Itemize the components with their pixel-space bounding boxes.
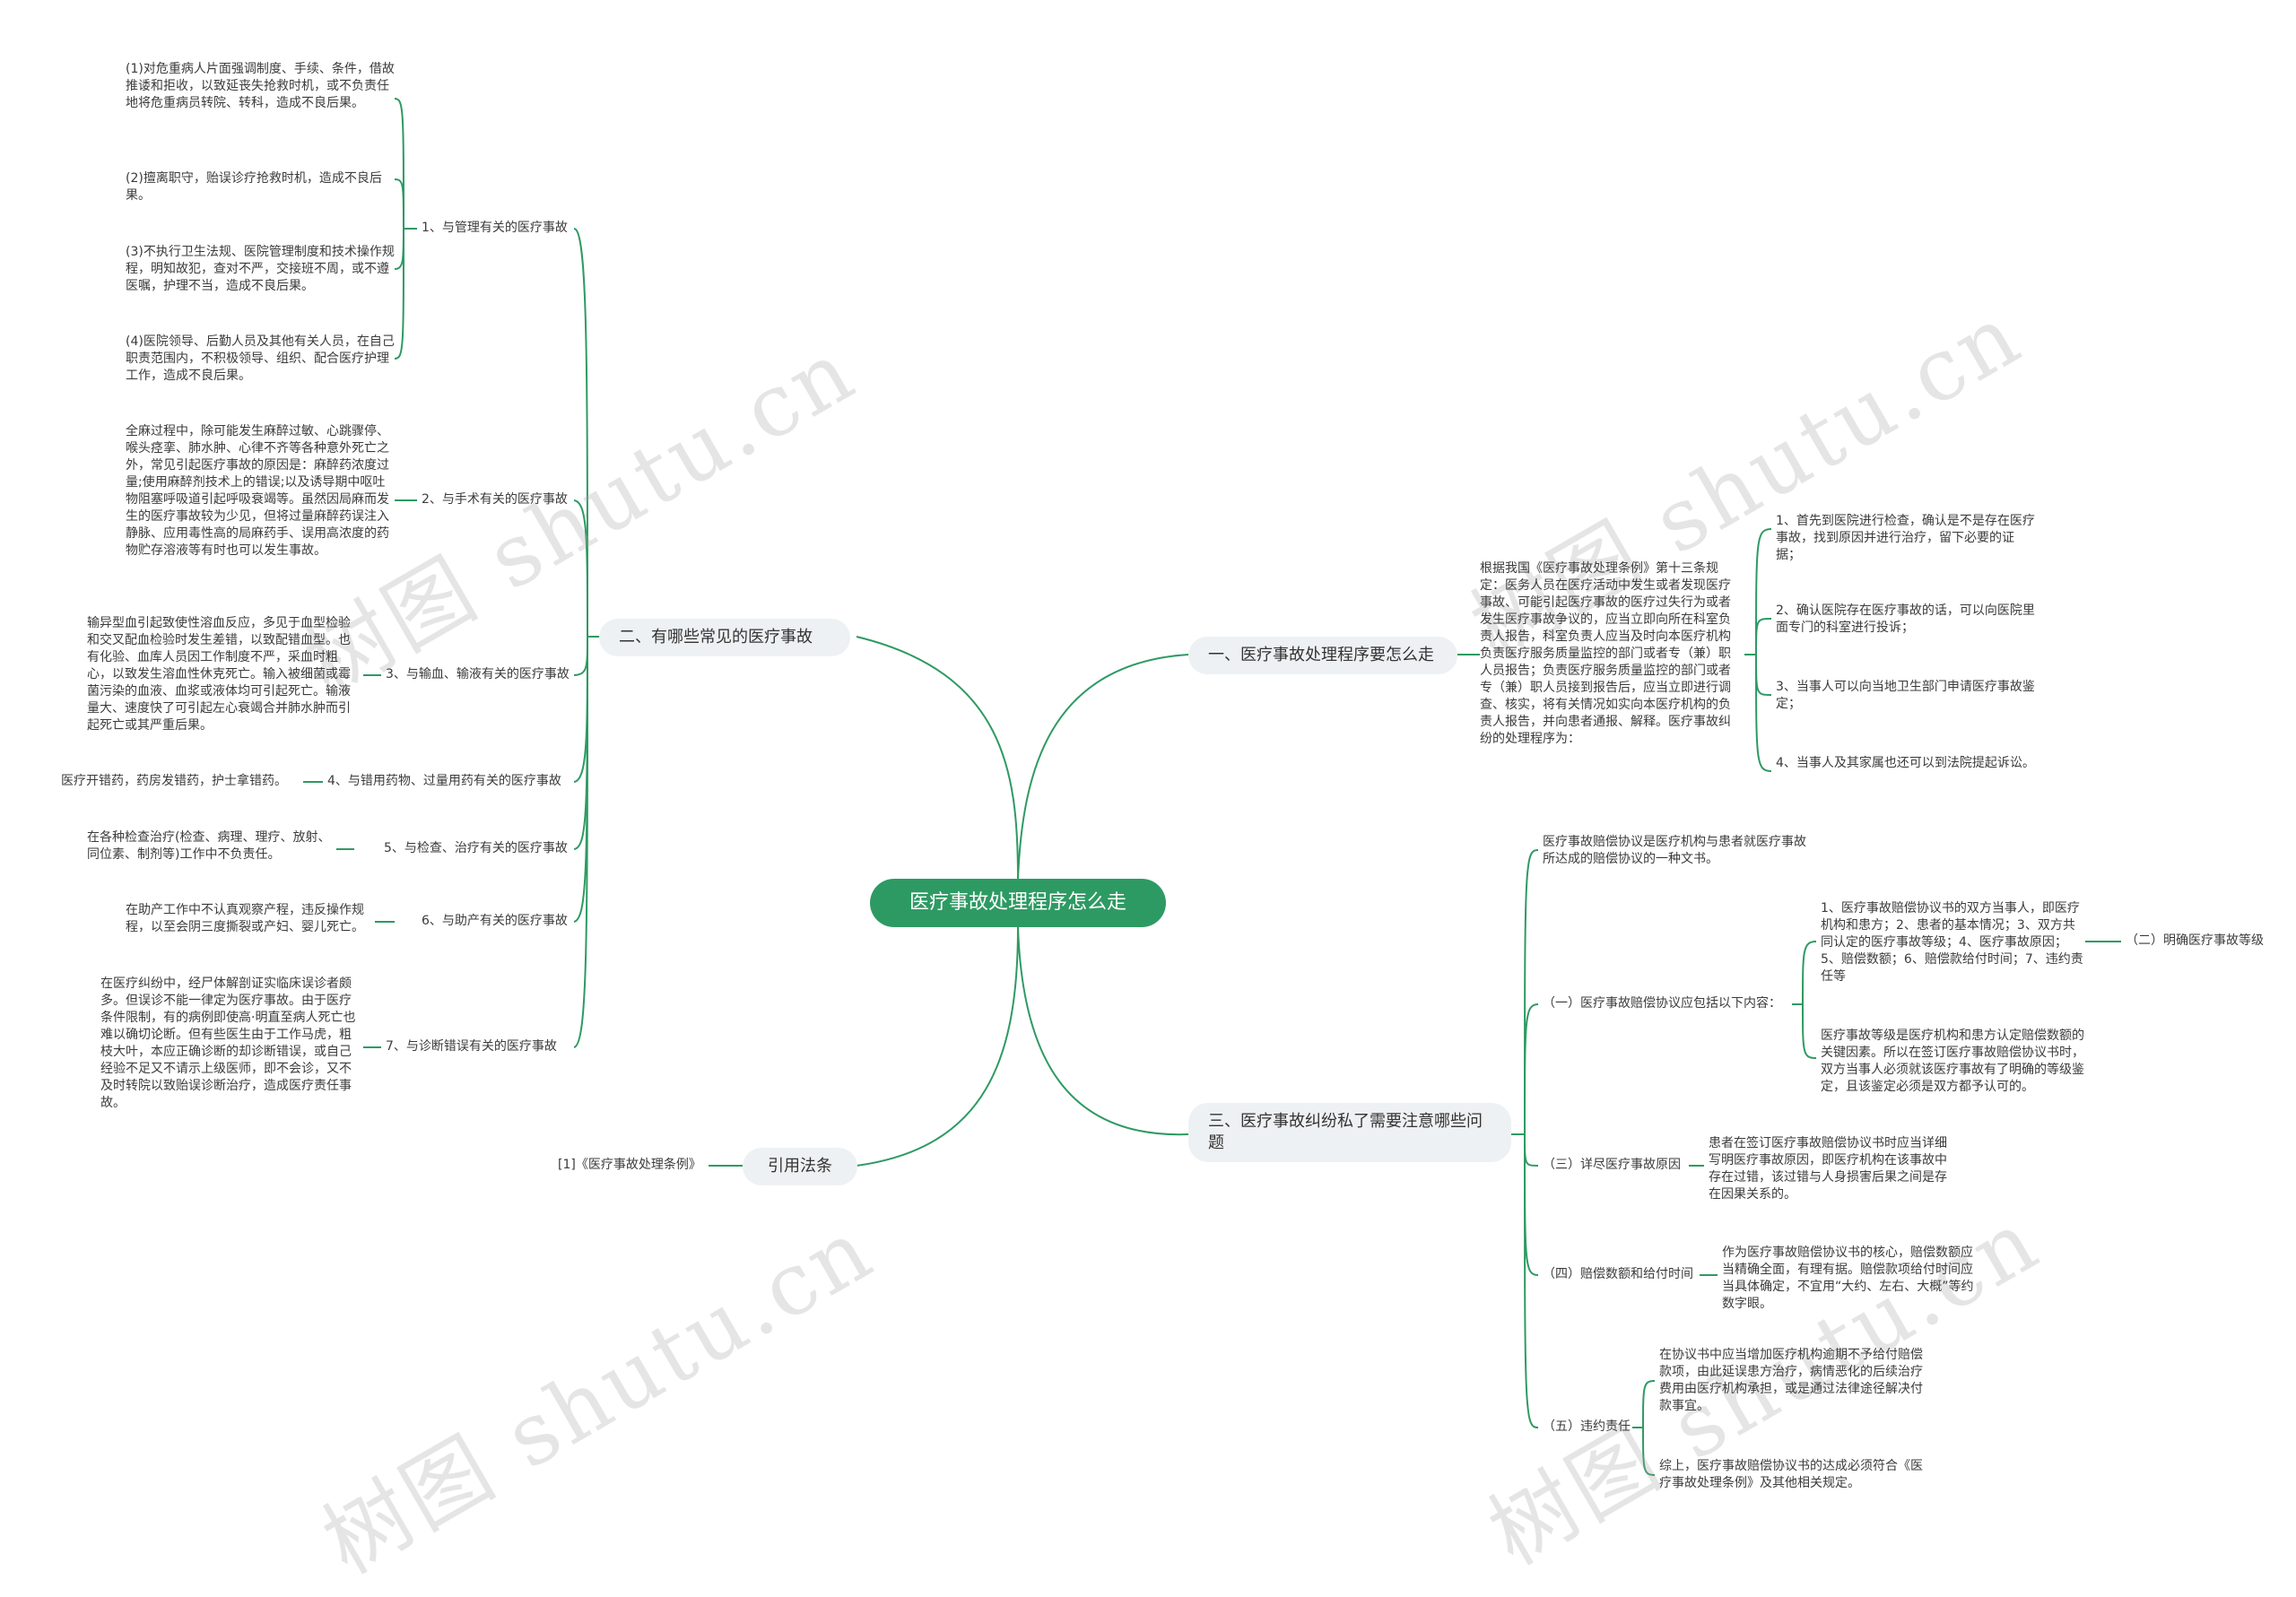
detail-text: (4)医院领导、后勤人员及其他有关人员，在自己职责范围内，不积极领导、组织、配合… bbox=[126, 334, 395, 383]
item-examination[interactable]: 5、与检查、治疗有关的医疗事故 bbox=[384, 841, 568, 855]
connector bbox=[856, 636, 1019, 880]
section-liability[interactable]: （五）违约责任 bbox=[1543, 1419, 1631, 1434]
connector bbox=[1017, 926, 1189, 1136]
detail-text: 在医疗纠纷中，经尸体解剖证实临床误诊者颇多。但误诊不能一律定为医疗事故。由于医疗… bbox=[100, 976, 356, 1110]
section-detail: 作为医疗事故赔偿协议书的核心，赔偿数额应当精确全面，有理有据。赔偿款项给付时间应… bbox=[1722, 1245, 1974, 1311]
section-detail: 医疗事故等级是医疗机构和患方认定赔偿数额的关键因素。所以在签订医疗事故赔偿协议书… bbox=[1821, 1029, 2084, 1094]
connector bbox=[573, 636, 588, 923]
item-management[interactable]: 1、与管理有关的医疗事故 bbox=[422, 221, 568, 235]
connector bbox=[1017, 654, 1189, 880]
connector bbox=[573, 636, 588, 676]
item-misdiagnosis[interactable]: 7、与诊断错误有关的医疗事故 bbox=[386, 1039, 557, 1054]
item-transfusion[interactable]: 3、与输血、输液有关的医疗事故 bbox=[386, 667, 570, 681]
connector bbox=[1524, 1003, 1539, 1135]
item-surgery[interactable]: 2、与手术有关的医疗事故 bbox=[422, 492, 568, 507]
connector bbox=[1755, 654, 1772, 772]
notes-intro: 医疗事故赔偿协议是医疗机构与患者就医疗事故所达成的赔偿协议的一种文书。 bbox=[1543, 835, 1806, 866]
connector bbox=[1755, 654, 1772, 696]
procedure-step: 3、当事人可以向当地卫生部门申请医疗事故鉴定； bbox=[1776, 680, 2035, 711]
connector bbox=[573, 499, 588, 638]
section-detail: 患者在签订医疗事故赔偿协议书时应当详细写明医疗事故原因，即医疗机构在该事故中存在… bbox=[1709, 1136, 1947, 1202]
connector bbox=[573, 228, 588, 638]
section-accident-cause[interactable]: （三）详尽医疗事故原因 bbox=[1543, 1158, 1681, 1172]
mindmap-canvas: 树图 shutu.cn 树图 shutu.cn 树图 shutu.cn 树图 s… bbox=[61, 62, 2264, 1593]
connector bbox=[1524, 1133, 1539, 1276]
detail-text: (1)对危重病人片面强调制度、手续、条件，借故推诿和拒收，以致延丧失抢救时机，或… bbox=[126, 62, 395, 110]
detail-text: 在助产工作中不认真观察产程，违反操作规程，以至会阴三度撕裂或产妇、婴儿死亡。 bbox=[126, 903, 364, 934]
procedure-intro: 根据我国《医疗事故处理条例》第十三条规定：医务人员在医疗活动中发生或者发现医疗事… bbox=[1480, 561, 1731, 746]
connector bbox=[1524, 1133, 1539, 1167]
branch-settlement-notes[interactable]: 三、医疗事故纠纷私了需要注意哪些问题 bbox=[1188, 1103, 1511, 1162]
item-medication[interactable]: 4、与错用药物、过量用药有关的医疗事故 bbox=[327, 774, 561, 788]
law-reference[interactable]: [1]《医疗事故处理条例》 bbox=[558, 1158, 701, 1172]
detail-text: 医疗开错药，药房发错药，护士拿错药。 bbox=[61, 774, 287, 788]
connector-lines bbox=[303, 98, 2121, 1476]
branch-common-accidents[interactable]: 二、有哪些常见的医疗事故 bbox=[599, 619, 850, 656]
connector bbox=[856, 926, 1019, 1167]
section-detail: 在协议书中应当增加医疗机构逾期不予给付赔偿款项，由此延误患方治疗，病情恶化的后续… bbox=[1659, 1348, 1923, 1413]
connector bbox=[394, 98, 404, 230]
connector bbox=[1755, 528, 1772, 655]
connector bbox=[573, 636, 588, 1048]
branch-procedure[interactable]: 一、医疗事故处理程序要怎么走 bbox=[1188, 637, 1457, 674]
connector bbox=[1642, 1380, 1656, 1428]
procedure-step: 4、当事人及其家属也还可以到法院提起诉讼。 bbox=[1776, 756, 2035, 770]
connector bbox=[394, 178, 404, 230]
connector bbox=[394, 228, 404, 270]
procedure-step: 2、确认医院存在医疗事故的话，可以向医院里面专门的科室进行投诉； bbox=[1776, 603, 2035, 635]
detail-text: (2)擅离职守，贻误诊疗抢救时机，造成不良后果。 bbox=[126, 171, 382, 203]
connector bbox=[1524, 849, 1539, 1135]
section-compensation[interactable]: （四）赔偿数额和给付时间 bbox=[1543, 1267, 1693, 1281]
connector bbox=[1802, 1003, 1817, 1059]
detail-text: 在各种检查治疗(检查、病理、理疗、放射、同位素、制剂等)工作中不负责任。 bbox=[87, 830, 331, 862]
connector bbox=[573, 636, 588, 783]
connector bbox=[1802, 941, 1817, 1005]
section-agreement-content[interactable]: （一）医疗事故赔偿协议应包括以下内容： bbox=[1543, 996, 1781, 1011]
detail-text: 全麻过程中，除可能发生麻醉过敏、心跳骤停、喉头痉挛、肺水肿、心律不齐等各种意外死… bbox=[126, 424, 389, 558]
branch-cited-law[interactable]: 引用法条 bbox=[743, 1148, 857, 1185]
section-detail: 1、医疗事故赔偿协议书的双方当事人，即医疗机构和患方；2、患者的基本情况；3、双… bbox=[1821, 901, 2083, 984]
connector bbox=[1755, 618, 1772, 655]
detail-text: 输异型血引起致使性溶血反应，多见于血型检验和交叉配血检验时发生差错，以致配错血型… bbox=[87, 616, 351, 733]
connector bbox=[1524, 1133, 1539, 1428]
item-midwifery[interactable]: 6、与助产有关的医疗事故 bbox=[422, 914, 568, 928]
section-accident-level[interactable]: （二）明确医疗事故等级 bbox=[2126, 933, 2264, 948]
connector bbox=[394, 228, 404, 360]
detail-text: (3)不执行卫生法规、医院管理制度和技术操作规程，明知故犯，查对不严，交接班不周… bbox=[126, 245, 395, 293]
section-detail: 综上，医疗事故赔偿协议书的达成必须符合《医疗事故处理条例》及其他相关规定。 bbox=[1659, 1459, 1923, 1490]
connector bbox=[1642, 1427, 1656, 1476]
root-node[interactable]: 医疗事故处理程序怎么走 bbox=[870, 879, 1166, 927]
procedure-step: 1、首先到医院进行检查，确认是不是存在医疗事故，找到原因并进行治疗，留下必要的证… bbox=[1776, 514, 2035, 562]
